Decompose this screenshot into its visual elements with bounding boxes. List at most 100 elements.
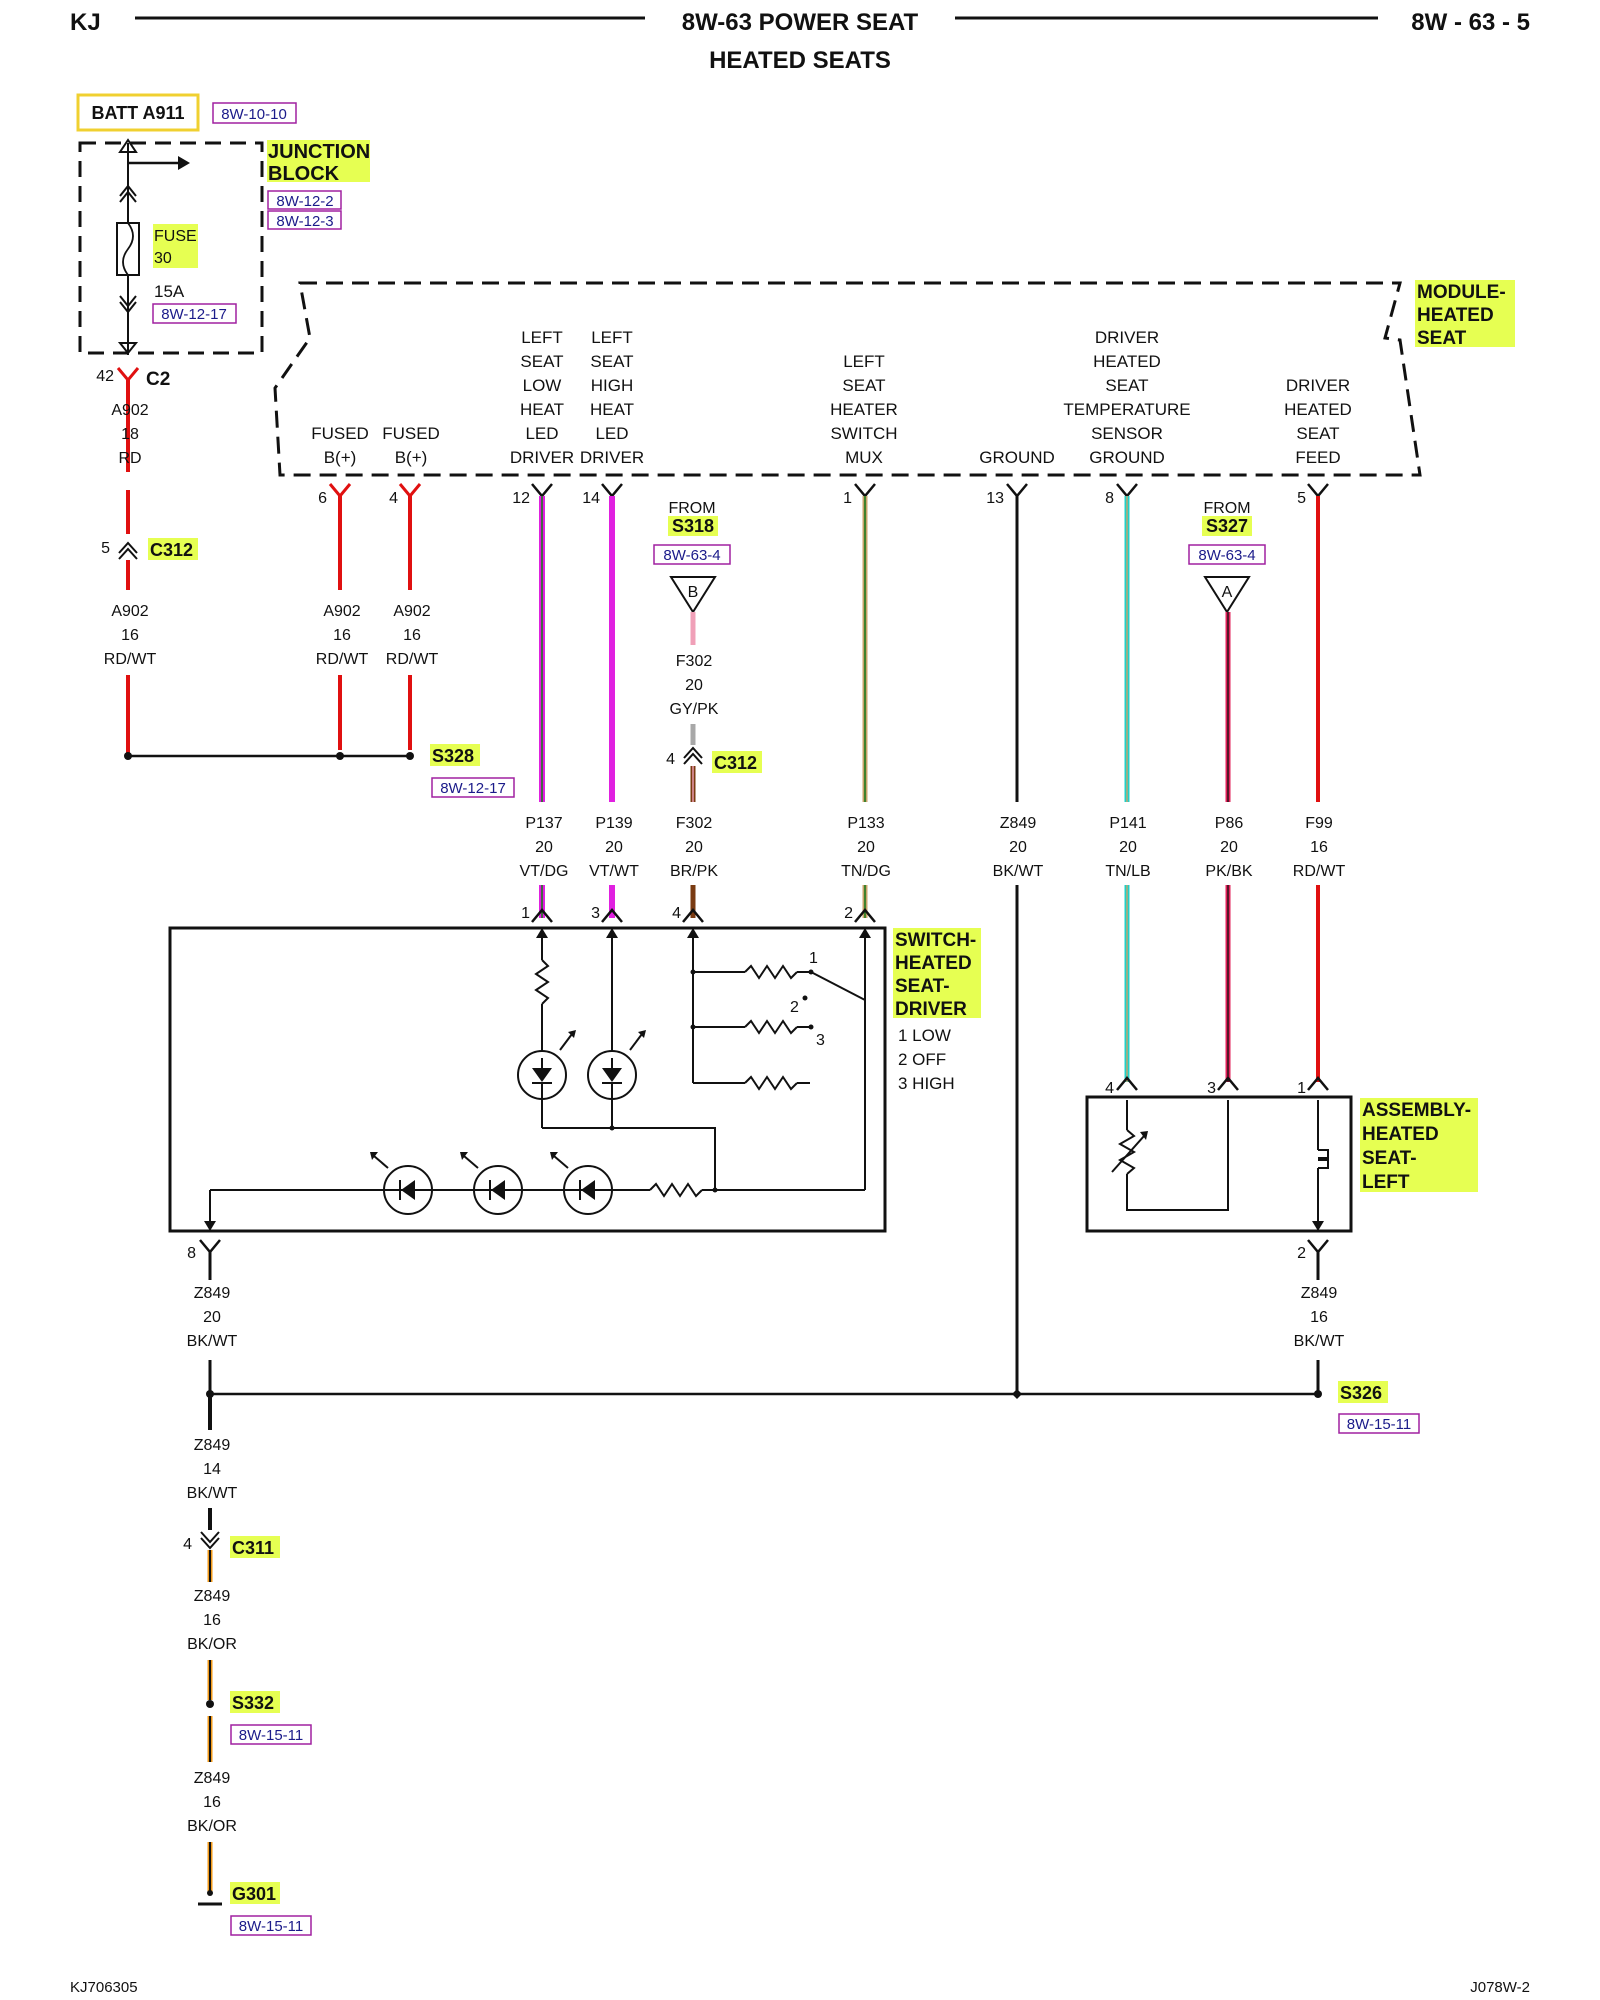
pin-label-line: LOW: [523, 376, 562, 395]
pin-label-line: DRIVER: [1095, 328, 1159, 347]
s328-ref[interactable]: 8W-12-17: [440, 780, 506, 797]
wire-color: RD/WT: [104, 651, 157, 668]
s328-node-3: [406, 752, 414, 760]
connector-y-icon: [854, 483, 876, 498]
switch-legend-1: 1 LOW: [898, 1026, 951, 1045]
pin-label-line: MUX: [845, 448, 883, 467]
assembly-pin: 2: [1297, 1245, 1306, 1262]
switch-pin: 3: [591, 905, 600, 922]
wire-p141: P141 20 TN/LB: [1105, 483, 1151, 1091]
c312b-connector2-icon: [683, 752, 703, 765]
junction-ref-2[interactable]: 8W-12-3: [276, 213, 333, 230]
wire-p133: P133 20 TN/DG: [841, 483, 891, 923]
wire-gauge: 16: [333, 627, 351, 644]
s332-node: [206, 1700, 214, 1708]
g301-node: [207, 1890, 213, 1896]
internal-arrow-icon: [606, 928, 618, 938]
fuse-out-chevron-icon: [119, 295, 137, 308]
page-title: 8W-63 POWER SEAT: [682, 9, 919, 36]
resistor-icon: [744, 1019, 798, 1035]
pin-label-line: DRIVER: [580, 448, 644, 467]
pin-label-line: SEAT: [842, 376, 885, 395]
g301-ref[interactable]: 8W-15-11: [239, 1918, 303, 1935]
s326-label: S326: [1340, 1383, 1382, 1403]
pin-label-line: TEMPERATURE: [1063, 400, 1190, 419]
s328-node-2: [336, 752, 344, 760]
batt-ref-box: [212, 102, 297, 124]
c311-connector2-icon: [200, 1537, 220, 1550]
fuse-ref[interactable]: 8W-12-17: [161, 306, 227, 323]
connector-y-icon: [601, 483, 623, 498]
s328-node-1: [124, 752, 132, 760]
s326-highlight: [1338, 1381, 1388, 1403]
connector-y-icon: [1217, 1076, 1239, 1091]
s332-label: S332: [232, 1693, 274, 1713]
connector-y-icon: [854, 908, 876, 923]
s318-ref[interactable]: 8W-63-4: [663, 547, 720, 564]
wire-color: BK/WT: [1294, 1333, 1345, 1350]
module-pin-number: 4: [389, 490, 398, 507]
pin-label-line: HEATED: [1284, 400, 1352, 419]
junction-ref1-box: [267, 190, 342, 210]
wire-color: RD/WT: [316, 651, 369, 668]
module-pin-fused-b2: FUSED B(+): [382, 424, 440, 467]
wire-gauge: 20: [203, 1309, 221, 1326]
internal-wire: [542, 1127, 716, 1190]
thermistor-arrow-head-icon: [1140, 1131, 1148, 1140]
junction-dot: [690, 1024, 696, 1030]
wire-code: Z849: [194, 1285, 231, 1302]
assembly-pin: 4: [1105, 1080, 1114, 1097]
module-outline: [273, 281, 1422, 477]
bus-branch-arrow-icon: [178, 156, 190, 170]
wire-p139: P139 20 VT/WT: [589, 483, 639, 923]
assembly-title-4: LEFT: [1362, 1172, 1410, 1193]
wire-label-a902-16c: A902 16 RD/WT: [386, 603, 439, 668]
s328-highlight: [430, 744, 480, 766]
wire-color: BK/OR: [187, 1818, 237, 1835]
wire-code: A902: [111, 603, 148, 620]
pin-label-line: HEATER: [830, 400, 898, 419]
fuse-amps: 15A: [154, 282, 185, 301]
wire-label-p141: P141 20 TN/LB: [1105, 815, 1150, 880]
pin-label-line: SENSOR: [1091, 424, 1163, 443]
bus-arrow-down-icon: [117, 342, 139, 355]
led-emission-head-icon: [550, 1152, 558, 1160]
pin-label-line: LEFT: [521, 328, 563, 347]
s318-label: S318: [672, 516, 714, 536]
s327-ref[interactable]: 8W-63-4: [1198, 547, 1255, 564]
pin-label-line: SEAT: [1105, 376, 1148, 395]
junction-ref-1[interactable]: 8W-12-2: [276, 193, 333, 210]
heated-seat-assembly: ASSEMBLY- HEATED SEAT- LEFT 4 3 1 2: [1085, 1080, 1478, 1262]
battery-source: BATT A911 8W-10-10: [76, 93, 297, 132]
led-diode-icon: [532, 1068, 552, 1082]
c312a-label: C312: [150, 540, 193, 560]
s326-ref-box: [1338, 1413, 1420, 1434]
assembly-title-3: SEAT-: [1362, 1148, 1417, 1169]
assembly-pin: 1: [1297, 1080, 1306, 1097]
wire-gauge: 20: [1009, 839, 1027, 856]
led-emission-head-icon: [460, 1152, 468, 1160]
fuse-number: 30: [154, 250, 172, 267]
wire-color: PK/BK: [1205, 863, 1252, 880]
s332-ref[interactable]: 8W-15-11: [239, 1727, 303, 1744]
wire-color: BK/WT: [187, 1485, 238, 1502]
wire-z849-module: Z849 20 BK/WT: [993, 483, 1044, 1394]
pin-label-line: LEFT: [843, 352, 885, 371]
wire-code: P133: [847, 815, 884, 832]
s326-ref[interactable]: 8W-15-11: [1347, 1416, 1411, 1433]
connector-y-icon: [1307, 1076, 1329, 1091]
connector-y-icon: [1006, 483, 1028, 498]
wire-f99: F99 16 RD/WT: [1293, 483, 1345, 1091]
fuse-in-chevron2-icon: [119, 190, 137, 203]
fuse-out-chevron2-icon: [119, 301, 137, 314]
internal-arrow-icon: [687, 928, 699, 938]
wire-color: BR/PK: [670, 863, 718, 880]
wire-label-p139: P139 20 VT/WT: [589, 815, 639, 880]
wire-code: P86: [1215, 815, 1244, 832]
s327-from: FROM: [1203, 500, 1250, 517]
switch-legend-2: 2 OFF: [898, 1050, 946, 1069]
pin-label-line: B(+): [324, 448, 357, 467]
wire-color: VT/DG: [520, 863, 569, 880]
batt-ref[interactable]: 8W-10-10: [221, 106, 287, 123]
junction-title-2: BLOCK: [268, 163, 340, 185]
